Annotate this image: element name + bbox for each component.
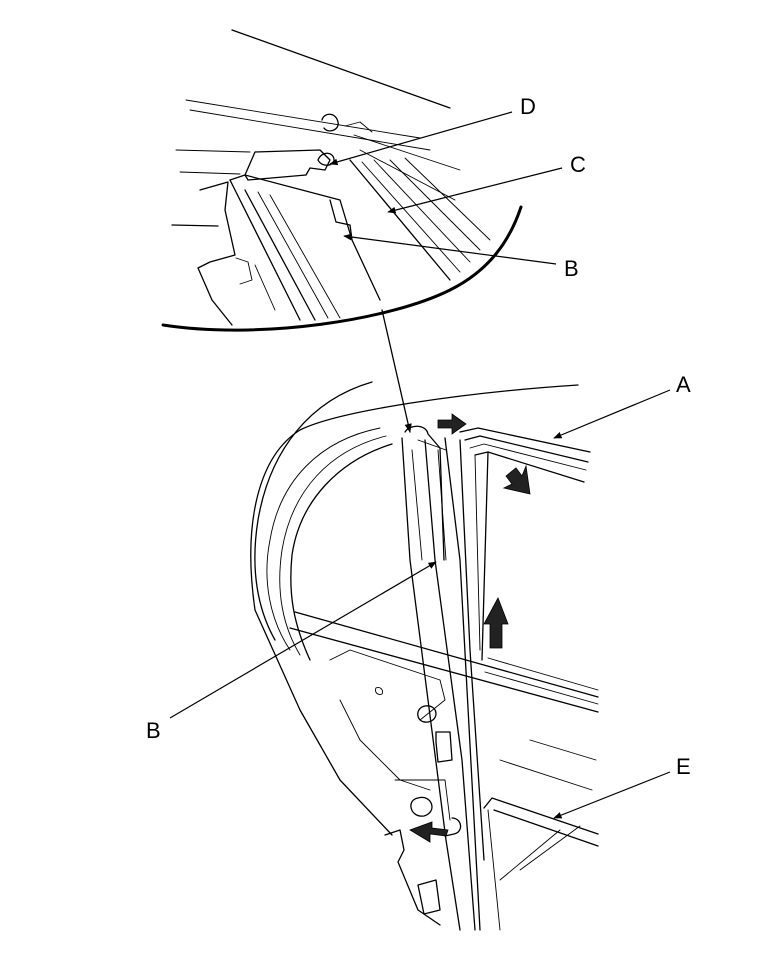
detail-inset <box>161 29 523 332</box>
direction-arrows <box>409 413 531 843</box>
callout-d: D <box>520 94 536 119</box>
leader-b-upper <box>343 233 557 265</box>
leader-c <box>387 167 563 214</box>
leader-e <box>553 771 671 819</box>
callout-c: C <box>570 152 586 177</box>
leader-lines <box>169 111 671 819</box>
detail-boundary-arc <box>161 205 523 332</box>
leader-d <box>329 111 513 166</box>
callout-a: A <box>676 372 691 397</box>
door-main-view <box>250 381 599 931</box>
arrow-down-right-icon <box>502 464 531 495</box>
arrow-up-icon <box>483 597 509 649</box>
leader-a <box>553 389 671 439</box>
arrow-right-icon <box>437 413 467 435</box>
callout-e: E <box>676 754 691 779</box>
callout-b-upper: B <box>564 256 579 281</box>
callout-b-lower: B <box>146 718 161 743</box>
arrow-left-icon <box>409 821 449 843</box>
leader-b-lower <box>169 561 437 719</box>
